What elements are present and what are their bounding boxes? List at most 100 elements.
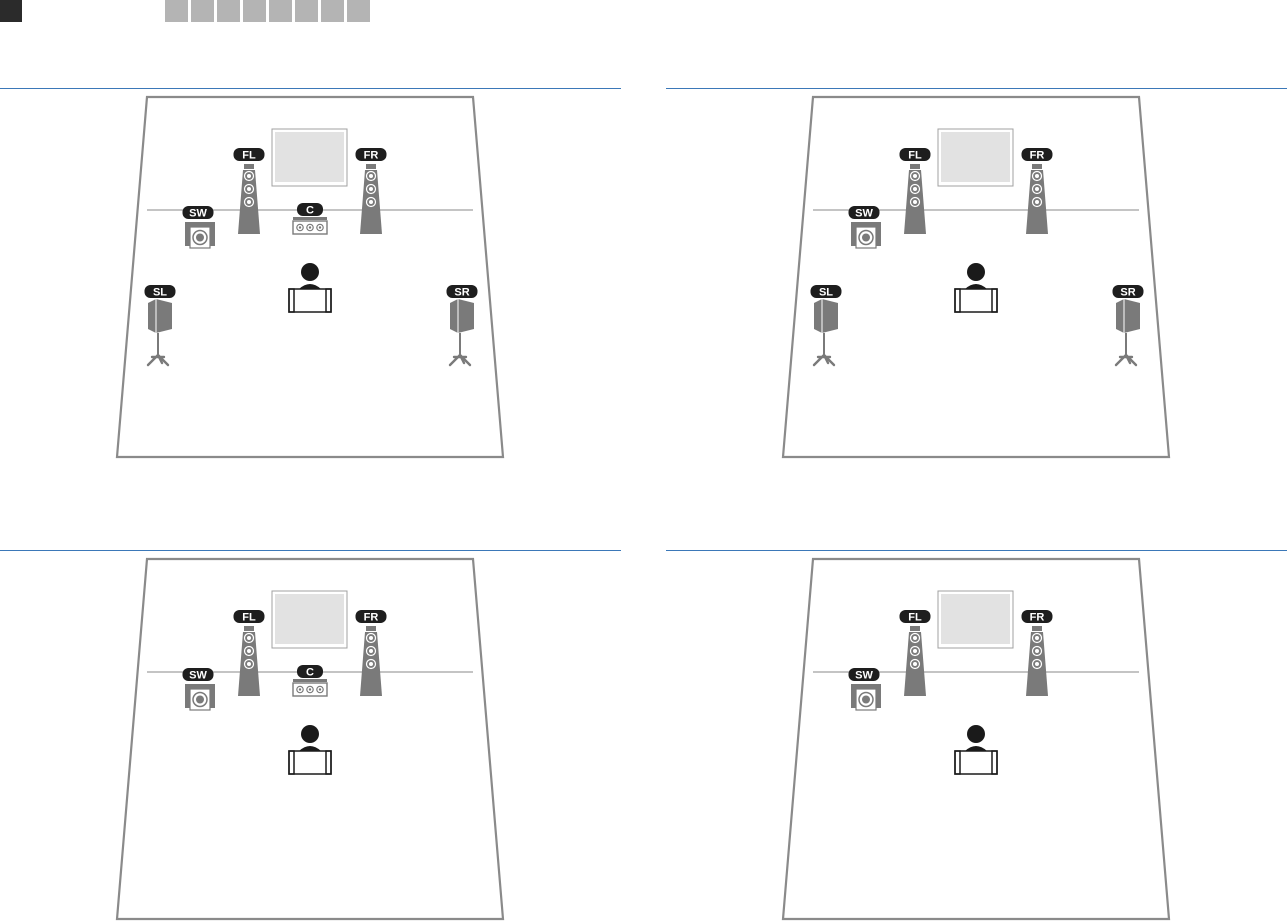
speaker-label: FL: [908, 612, 922, 624]
nav-tab[interactable]: [243, 0, 266, 22]
speaker-label: C: [306, 667, 314, 679]
speaker-sw: SW: [183, 668, 216, 710]
driver-center: [247, 636, 251, 640]
speaker-sr: SR: [447, 285, 478, 365]
speaker-label: FR: [1030, 612, 1045, 624]
listener-head: [301, 263, 319, 281]
nav-tab[interactable]: [269, 0, 292, 22]
section-rule: [666, 550, 1287, 551]
tweeter-top: [366, 626, 376, 631]
driver-center: [247, 662, 251, 666]
center-top: [293, 217, 327, 220]
driver-center: [913, 200, 917, 204]
speaker-label: SW: [855, 208, 873, 220]
speaker-fl: FL: [234, 610, 265, 696]
diagram-layout-2: FLFRSWSLSR: [776, 92, 1176, 462]
driver-center: [913, 187, 917, 191]
center-driver-dot: [299, 226, 301, 228]
speaker-label: FL: [908, 150, 922, 162]
driver-center: [913, 174, 917, 178]
section-rule: [666, 88, 1287, 89]
driver-center: [369, 200, 373, 204]
driver-center: [913, 636, 917, 640]
driver-center: [369, 174, 373, 178]
driver-center: [247, 187, 251, 191]
diagram-layout-4: FL FR SW: [776, 554, 1176, 924]
center-driver-dot: [309, 688, 311, 690]
speaker-fr: FR: [356, 148, 387, 234]
speaker-c: C: [293, 203, 327, 234]
listener-head: [301, 725, 319, 743]
tweeter-top: [1032, 626, 1042, 631]
nav-tab[interactable]: [165, 0, 188, 22]
speaker-label: SW: [189, 208, 207, 220]
speaker-fr: FR: [356, 610, 387, 696]
tv-screen: [275, 594, 344, 644]
nav-tab-strip: [165, 0, 370, 22]
tv-screen: [941, 594, 1010, 644]
speaker-fr: FR: [1022, 148, 1053, 234]
driver-center: [913, 649, 917, 653]
nav-tab-active[interactable]: [0, 0, 22, 22]
surround-body: [1116, 299, 1140, 333]
driver-center: [369, 636, 373, 640]
tweeter-top: [1032, 164, 1042, 169]
section-rule: [0, 550, 621, 551]
diagram-group: FL FR SW: [783, 559, 1169, 919]
listener-head: [967, 263, 985, 281]
speaker-fl: FL: [900, 148, 931, 234]
center-driver-dot: [319, 226, 321, 228]
listener-seat: [955, 289, 997, 312]
listener-seat: [289, 289, 331, 312]
diagram-layout-3: FL FR C SW: [110, 554, 510, 924]
sub-woofer-center: [196, 696, 204, 704]
speaker-sw: SW: [849, 668, 882, 710]
speaker-fl: FL: [234, 148, 265, 234]
surround-body: [148, 299, 172, 333]
tweeter-top: [366, 164, 376, 169]
driver-center: [1035, 187, 1039, 191]
speaker-label: FL: [242, 150, 256, 162]
sub-woofer-center: [196, 234, 204, 242]
nav-tab[interactable]: [321, 0, 344, 22]
center-driver-dot: [309, 226, 311, 228]
speaker-label: SR: [1120, 287, 1135, 299]
driver-center: [369, 649, 373, 653]
speaker-label: SW: [855, 670, 873, 682]
tv-screen: [941, 132, 1010, 182]
speaker-label: FR: [1030, 150, 1045, 162]
driver-center: [1035, 200, 1039, 204]
driver-center: [369, 187, 373, 191]
tweeter-top: [244, 626, 254, 631]
driver-center: [1035, 662, 1039, 666]
listener-seat: [955, 751, 997, 774]
surround-body: [450, 299, 474, 333]
nav-tab[interactable]: [295, 0, 318, 22]
stand-base: [148, 355, 168, 365]
sub-woofer-center: [862, 696, 870, 704]
speaker-label: FL: [242, 612, 256, 624]
tv-screen: [275, 132, 344, 182]
listener-head: [967, 725, 985, 743]
speaker-sw: SW: [183, 206, 216, 248]
center-driver-dot: [299, 688, 301, 690]
tweeter-top: [244, 164, 254, 169]
speaker-label: SW: [189, 670, 207, 682]
speaker-sw: SW: [849, 206, 882, 248]
stand-base: [450, 355, 470, 365]
listener-seat: [289, 751, 331, 774]
speaker-label: SR: [454, 287, 469, 299]
driver-center: [913, 662, 917, 666]
nav-tab[interactable]: [347, 0, 370, 22]
nav-tab[interactable]: [191, 0, 214, 22]
nav-tab[interactable]: [217, 0, 240, 22]
driver-center: [247, 174, 251, 178]
center-driver-dot: [319, 688, 321, 690]
driver-center: [369, 662, 373, 666]
center-top: [293, 679, 327, 682]
stand-base: [1116, 355, 1136, 365]
speaker-fl: FL: [900, 610, 931, 696]
